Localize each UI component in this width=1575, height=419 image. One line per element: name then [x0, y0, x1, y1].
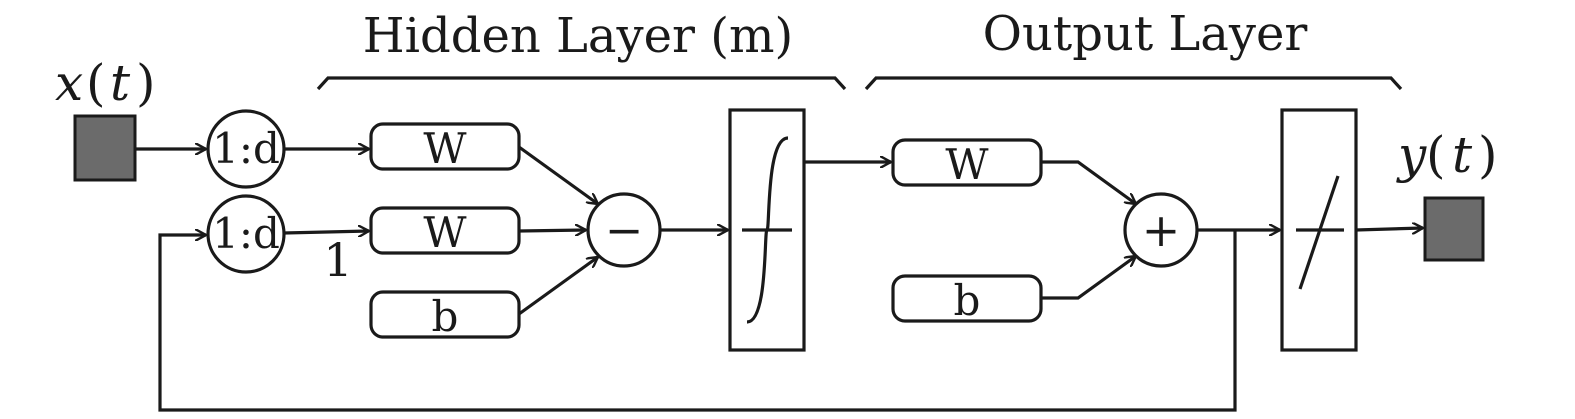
hidden-weight-1-to-sum-connector: [518, 145, 598, 204]
hidden-bias-box: [369, 290, 521, 339]
input-delay-label: 1:d: [212, 124, 280, 173]
feedback-delay-label: 1:d: [212, 209, 280, 258]
feedback-delay-to-weight-connector: [283, 231, 369, 233]
svg-text:x: x: [55, 54, 83, 112]
linear-icon: [1296, 175, 1344, 290]
hidden-weight-2-to-sum-connector: [518, 230, 586, 231]
input-block: [73, 114, 137, 182]
hidden-bias-label: b: [432, 292, 459, 341]
svg-text:y: y: [1396, 126, 1427, 184]
sigmoid-icon: [742, 136, 792, 324]
hidden-bias-to-sum-connector: [518, 257, 598, 316]
feedback-loop-connector: [158, 230, 1237, 412]
svg-text:t: t: [110, 54, 131, 112]
output-bias-to-sum-connector: [1041, 256, 1136, 300]
hidden-weight-label-1: W: [423, 124, 467, 173]
input-label: x ( t ): [55, 54, 156, 112]
output-layer-bracket: [864, 76, 1403, 91]
output-label: y ( t ): [1396, 126, 1498, 184]
hidden-layer-title: Hidden Layer (m): [363, 8, 793, 64]
output-bias-label: b: [954, 276, 981, 325]
svg-text:): ): [136, 54, 156, 112]
output-layer-title: Output Layer: [983, 6, 1308, 62]
hidden-weight-box-1: [369, 122, 521, 171]
svg-text:(: (: [86, 54, 106, 112]
output-weight-to-sum-connector: [1041, 160, 1136, 204]
svg-text:(: (: [1426, 126, 1446, 184]
output-block: [1423, 196, 1485, 262]
hidden-weight-label-2: W: [423, 208, 467, 257]
hidden-sum-operator: −: [605, 203, 644, 257]
output-sum-operator: +: [1142, 203, 1181, 257]
svg-text:): ): [1478, 126, 1498, 184]
hidden-layer-bracket: [316, 76, 847, 91]
transfer-to-output-connector: [1355, 228, 1423, 230]
output-weight-label: W: [945, 140, 989, 189]
feedback-delay-node: [206, 194, 286, 274]
svg-text:t: t: [1452, 126, 1473, 184]
feedback-weight-label: 1: [323, 233, 352, 287]
